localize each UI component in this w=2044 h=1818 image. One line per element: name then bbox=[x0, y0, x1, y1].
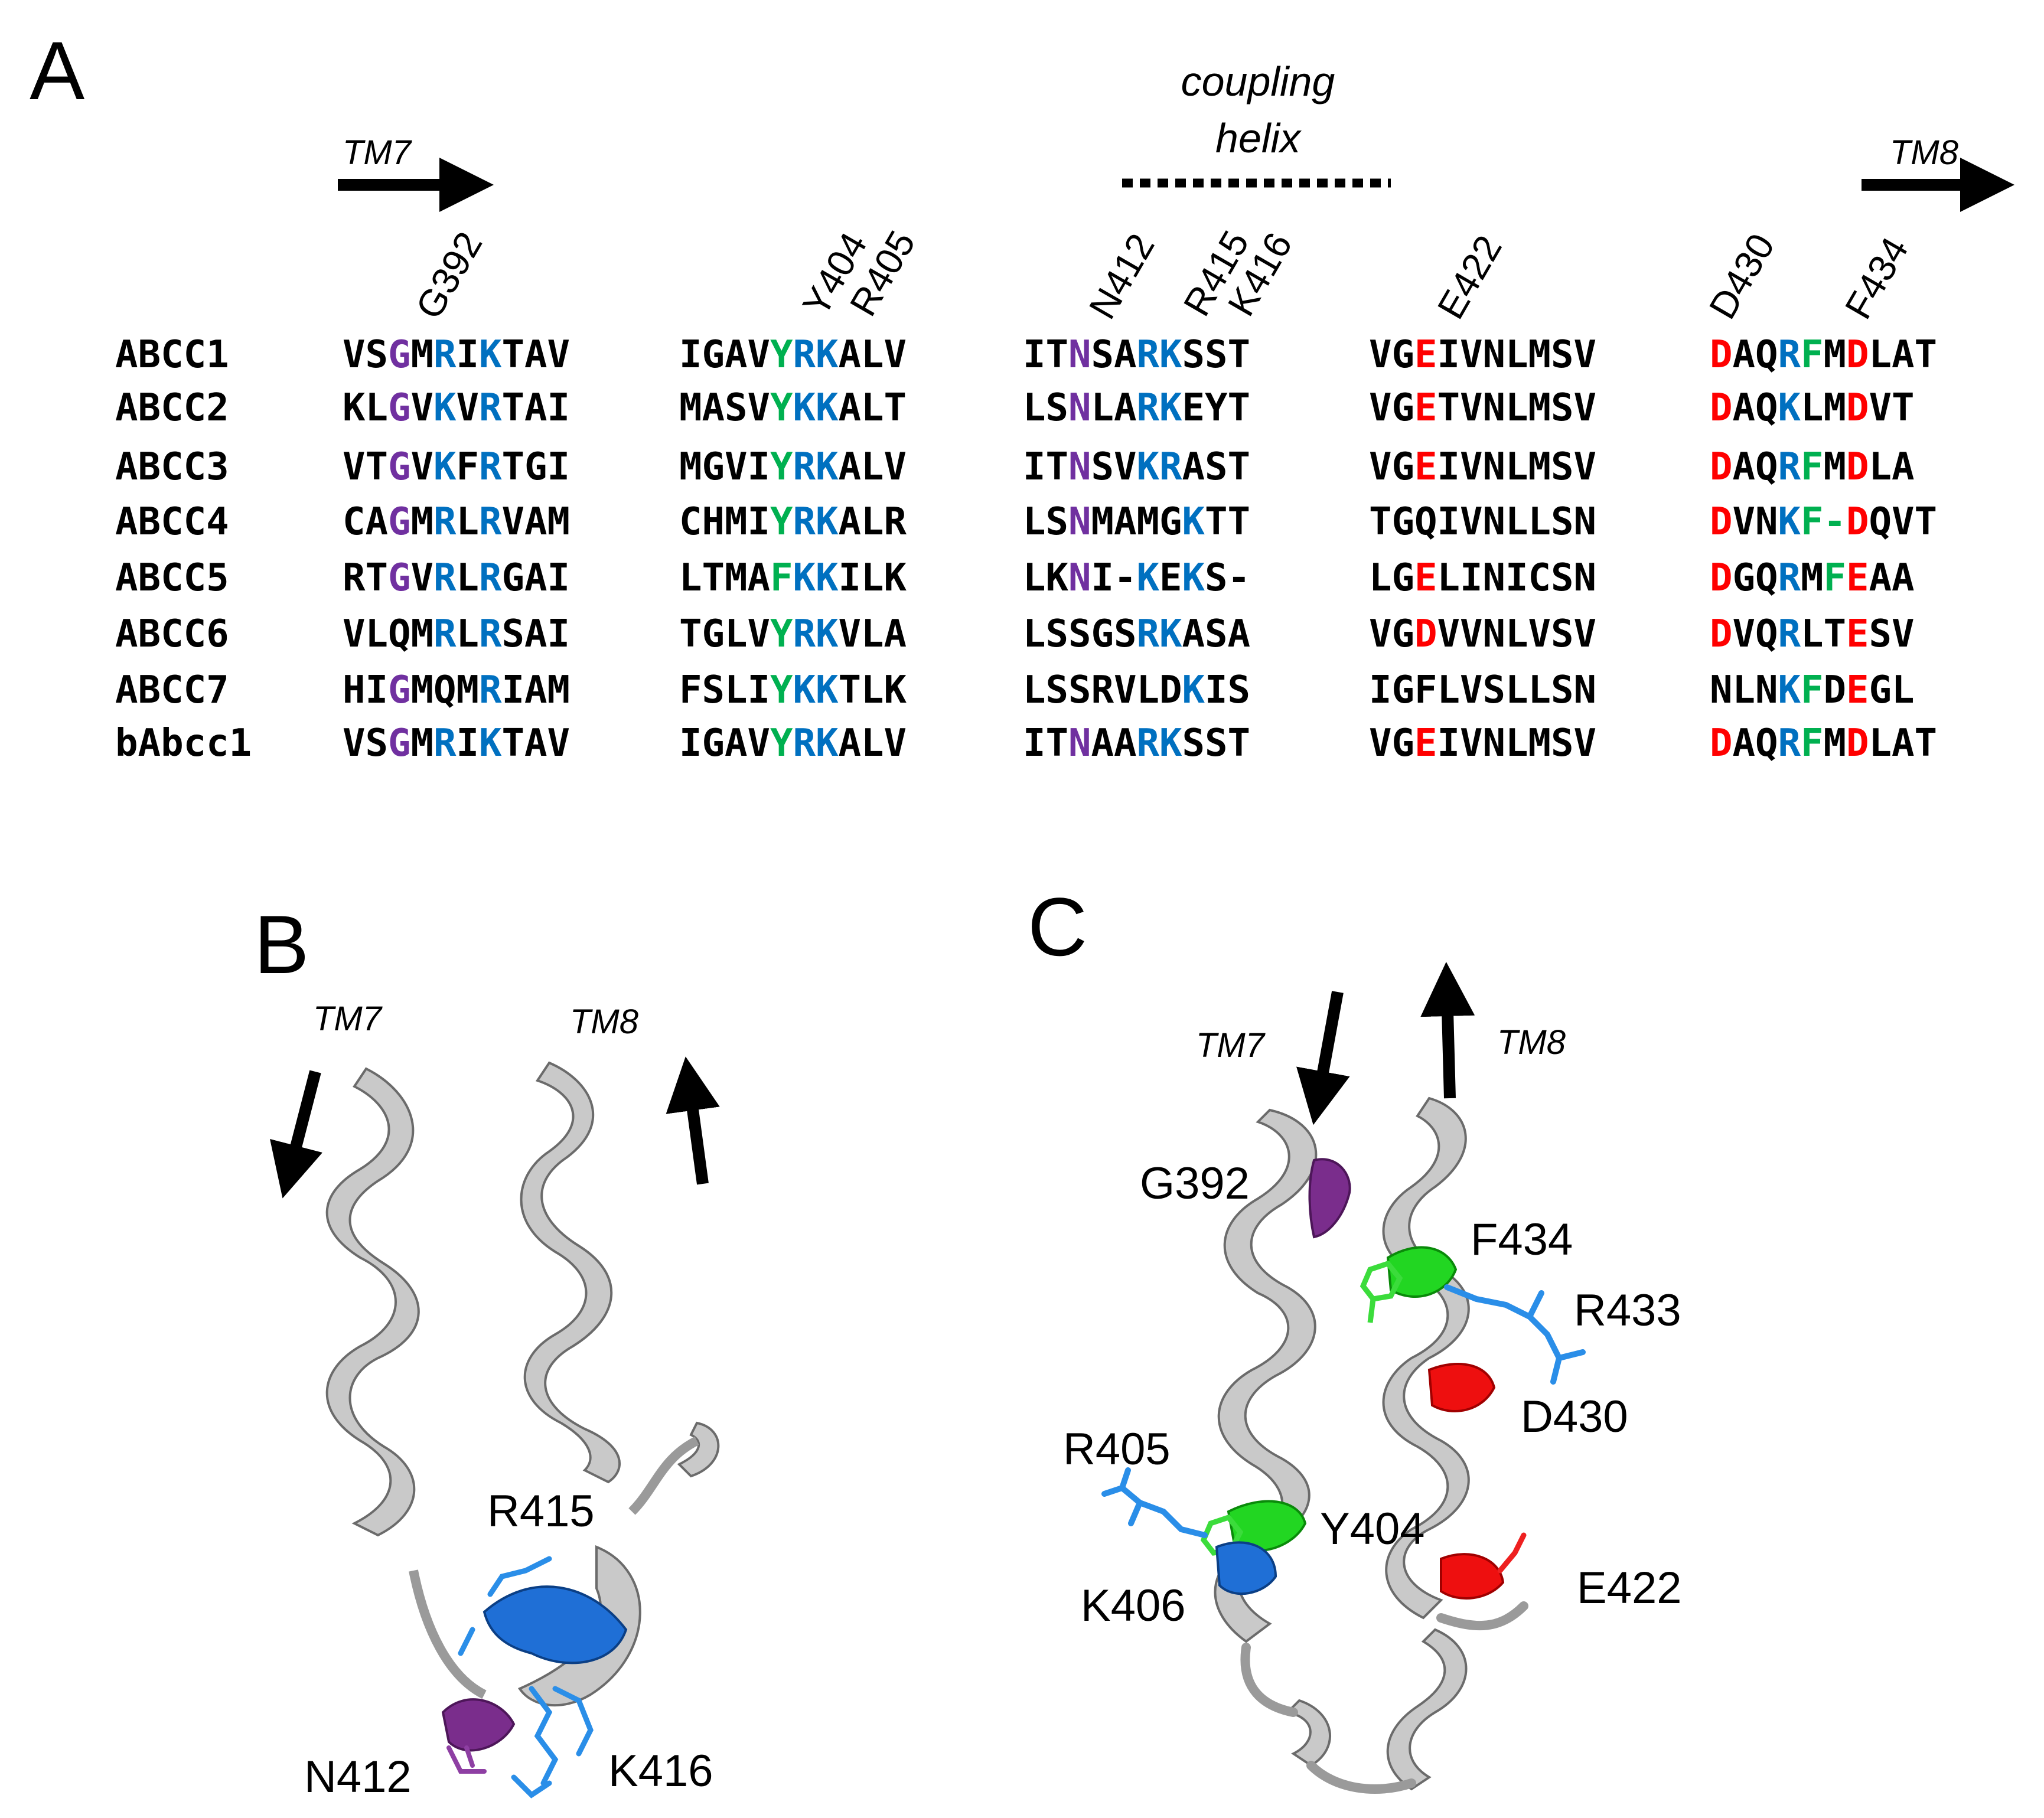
panel-b-ribbon-structure bbox=[325, 1061, 720, 1799]
sequence-block: DVQRLTESV bbox=[1710, 612, 1915, 656]
sequence-block: DAQKLMDVT bbox=[1710, 386, 1915, 430]
sequence-block: ITNSARKSST bbox=[1023, 333, 1250, 377]
sequence-block: VGEIVNLMSV bbox=[1369, 445, 1596, 489]
sequence-block: VSGMRIKTAV bbox=[343, 333, 570, 377]
residue-label-f434: F434 bbox=[1837, 230, 1916, 326]
panel-c-f434-label: F434 bbox=[1471, 1215, 1573, 1265]
sequence-block: LTMAFKKILK bbox=[679, 556, 907, 600]
panel-c-r405-label: R405 bbox=[1063, 1424, 1171, 1474]
panel-c-e422-label: E422 bbox=[1577, 1563, 1682, 1613]
panel-b-k416-label: K416 bbox=[608, 1746, 713, 1796]
panel-c-k406-label: K406 bbox=[1081, 1581, 1186, 1631]
sequence-block: DAQRFMDLA bbox=[1710, 445, 1915, 489]
panel-c-tm8-arrow bbox=[1420, 962, 1475, 1099]
coupling-helix-label-line1: coupling bbox=[1181, 58, 1335, 105]
sequence-block: IGFLVSLLSN bbox=[1369, 668, 1596, 712]
sequence-block: DVNKF-DQVT bbox=[1710, 500, 1937, 544]
panel-b-tm7-label: TM7 bbox=[313, 1000, 383, 1038]
sequence-block: ITNAARKSST bbox=[1023, 722, 1250, 765]
protein-name: ABCC5 bbox=[115, 556, 229, 600]
sequence-block: VGEIVNLMSV bbox=[1369, 722, 1596, 765]
protein-name: ABCC7 bbox=[115, 668, 229, 712]
protein-name: ABCC2 bbox=[115, 386, 229, 430]
panel-c-tm7-arrow bbox=[1296, 991, 1350, 1125]
residue-label-n412: N412 bbox=[1081, 226, 1163, 326]
sequence-block: DAQRFMDLAT bbox=[1710, 722, 1937, 765]
panel-c-tm7-label: TM7 bbox=[1196, 1026, 1266, 1065]
sequence-block: DGQRMFEAA bbox=[1710, 556, 1915, 600]
panel-b-tm8-label: TM8 bbox=[570, 1003, 638, 1041]
panel-c-ribbon-structure bbox=[1101, 1096, 1586, 1794]
panel-c-g392-label: G392 bbox=[1140, 1158, 1250, 1209]
panel-b: B TM7 TM8 bbox=[254, 898, 720, 1802]
tm7-label: TM7 bbox=[343, 133, 413, 172]
panel-c-d430-label: D430 bbox=[1521, 1392, 1628, 1442]
sequence-block: LSNLARKEYT bbox=[1023, 386, 1250, 430]
sequence-block: LSSRVLDKIS bbox=[1023, 668, 1250, 712]
sequence-block: MASVYKKALT bbox=[679, 386, 907, 430]
panel-c-r433-label: R433 bbox=[1574, 1285, 1681, 1336]
sequence-block: IGAVYRKALV bbox=[679, 333, 907, 377]
sequence-block: CHMIYRKALR bbox=[679, 500, 907, 544]
sequence-block: HIGMQMRIAM bbox=[343, 668, 570, 712]
panel-b-letter: B bbox=[254, 898, 309, 991]
panel-b-r415-label: R415 bbox=[487, 1486, 595, 1536]
panel-c-y404-label: Y404 bbox=[1320, 1504, 1425, 1554]
panel-a: A TM7 coupling helix TM8 G392 Y404 R405 … bbox=[30, 24, 2014, 765]
sequence-block: FSLIYKKTLK bbox=[679, 668, 907, 712]
sequence-block: NLNKFDEGL bbox=[1710, 668, 1915, 712]
sequence-block: LSSGSRKASA bbox=[1023, 612, 1250, 656]
sequence-block: VLQMRLRSAI bbox=[343, 612, 570, 656]
panel-b-tm8-arrow bbox=[666, 1056, 720, 1185]
sequence-block: VGEIVNLMSV bbox=[1369, 333, 1596, 377]
sequence-block: LGELINICSN bbox=[1369, 556, 1596, 600]
sequence-block: VGDVVNLVSV bbox=[1369, 612, 1596, 656]
protein-name: ABCC1 bbox=[115, 333, 229, 377]
panel-c-letter: C bbox=[1028, 880, 1087, 973]
sequence-block: VTGVKFRTGI bbox=[343, 445, 570, 489]
residue-label-d430: D430 bbox=[1701, 226, 1783, 326]
sequence-block: KLGVKVRTAI bbox=[343, 386, 570, 430]
tm8-label: TM8 bbox=[1890, 133, 1958, 172]
panel-c-tm8-label: TM8 bbox=[1497, 1023, 1566, 1062]
sequence-block: LKNI-KEKS- bbox=[1023, 556, 1250, 600]
protein-name: ABCC4 bbox=[115, 500, 229, 544]
sequence-block: VSGMRIKTAV bbox=[343, 722, 570, 765]
protein-name: ABCC6 bbox=[115, 612, 229, 656]
sequence-block: CAGMRLRVAM bbox=[343, 500, 570, 544]
sequence-block: LSNMAMGKTT bbox=[1023, 500, 1250, 544]
sequence-block: RTGVRLRGAI bbox=[343, 556, 570, 600]
panel-c: C TM7 TM8 bbox=[1028, 880, 1682, 1794]
sequence-block: IGAVYRKALV bbox=[679, 722, 907, 765]
protein-name: bAbcc1 bbox=[115, 722, 252, 765]
panel-a-letter: A bbox=[30, 24, 85, 117]
sequence-block: TGQIVNLLSN bbox=[1369, 500, 1596, 544]
sequence-block: MGVIYRKALV bbox=[679, 445, 907, 489]
panel-b-n412-label: N412 bbox=[304, 1752, 412, 1802]
coupling-helix-label-line2: helix bbox=[1215, 115, 1302, 161]
residue-label-e422: E422 bbox=[1429, 229, 1510, 326]
residue-label-g392: G392 bbox=[408, 224, 491, 326]
sequence-block: ITNSVKRAST bbox=[1023, 445, 1250, 489]
protein-name: ABCC3 bbox=[115, 445, 229, 489]
sequence-block: VGETVNLMSV bbox=[1369, 386, 1596, 430]
panel-b-tm7-arrow bbox=[269, 1070, 323, 1199]
sequence-block: TGLVYRKVLA bbox=[679, 612, 907, 656]
sequence-block: DAQRFMDLAT bbox=[1710, 333, 1937, 377]
